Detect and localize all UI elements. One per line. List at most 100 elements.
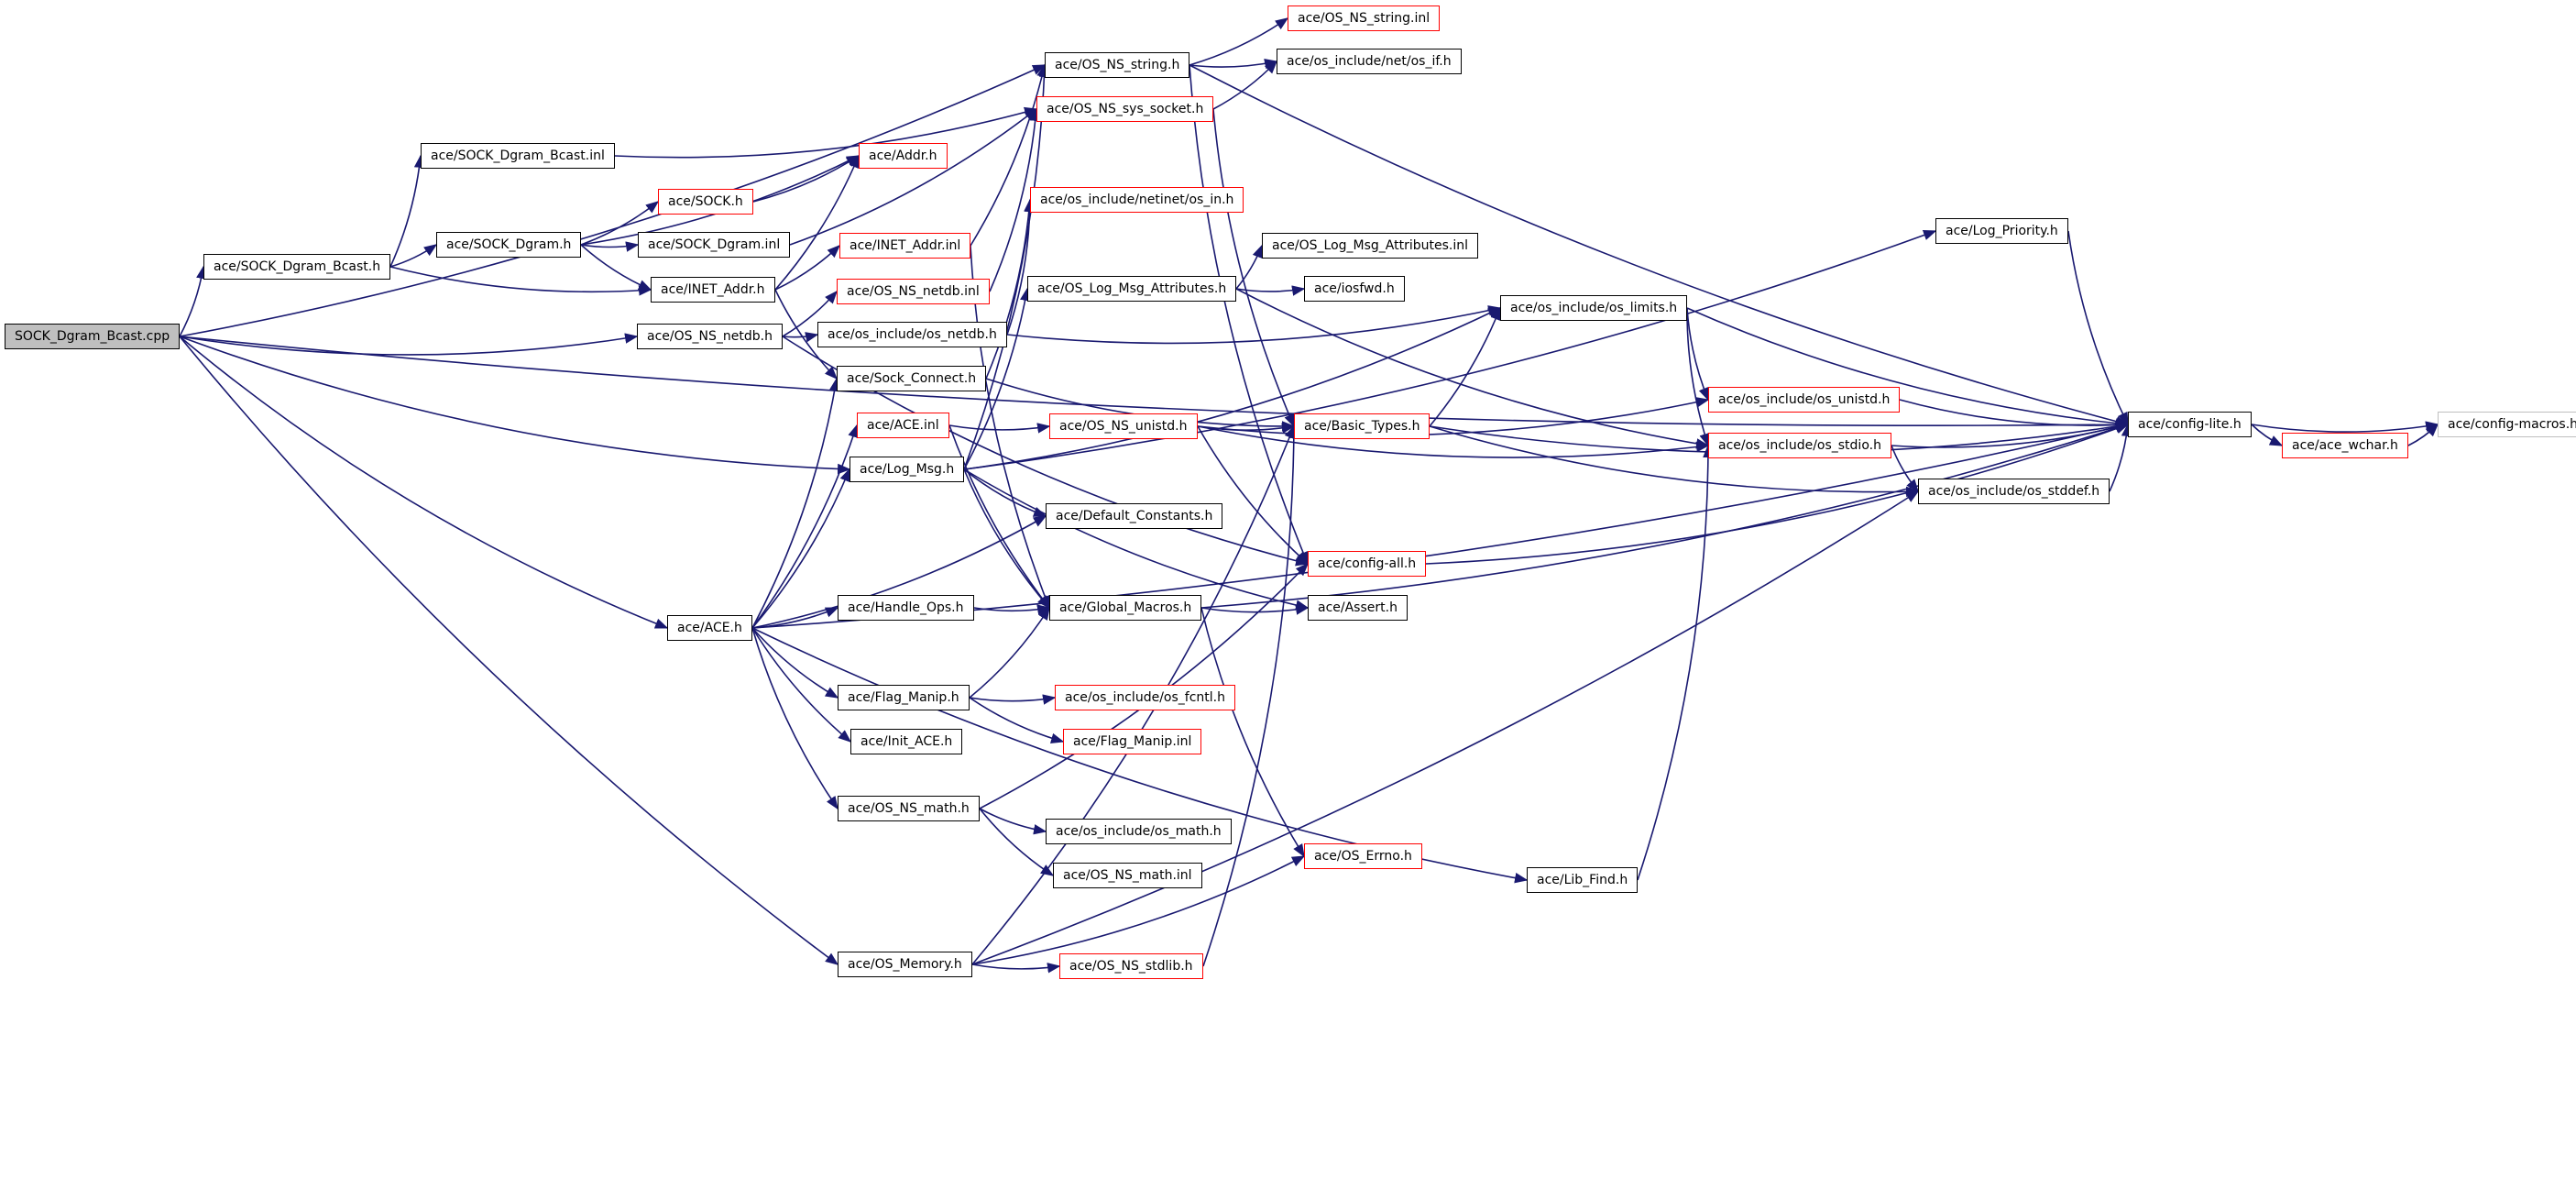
edge-osnetdb-to-osnetdbinl [782,290,838,337]
node-fcntl[interactable]: ace/os_include/os_fcntl.h [1055,685,1235,710]
node-handle[interactable]: ace/Handle_Ops.h [838,595,974,621]
node-sockets[interactable]: ace/OS_NS_sys_socket.h [1036,96,1214,122]
node-mathinl[interactable]: ace/OS_NS_math.inl [1053,863,1202,888]
node-incnetdb[interactable]: ace/os_include/os_netdb.h [817,322,1007,347]
node-basictypes[interactable]: ace/Basic_Types.h [1294,413,1431,439]
edge-osnetdb-to-incnetdb [782,332,819,343]
edge-incstdio-to-stddef [1891,445,1919,493]
node-incunistd[interactable]: ace/os_include/os_unistd.h [1708,387,1901,413]
node-aceinl[interactable]: ace/ACE.inl [857,413,949,438]
edge-ace-to-defconst [751,515,1047,629]
edge-flag-to-fcntl [969,694,1057,705]
node-incstdio[interactable]: ace/os_include/os_stdio.h [1708,433,1891,458]
node-configmacros: ace/config-macros.h [2438,412,2576,437]
node-globmac[interactable]: ace/Global_Macros.h [1049,595,1202,621]
edge-sd-to-sock [580,201,660,246]
edge-lmattr-to-iosfwd [1235,285,1306,296]
node-inetinl[interactable]: ace/INET_Addr.inl [839,233,971,259]
edge-aceinl-to-unistd [948,423,1051,434]
edge-logmsg-to-lmattr [963,287,1031,470]
node-osnetdbinl[interactable]: ace/OS_NS_netdb.inl [837,279,990,304]
node-lmattr[interactable]: ace/OS_Log_Msg_Attributes.h [1027,276,1237,302]
edge-root-to-osnetdb [179,333,639,356]
edge-logmsg-to-assert [963,468,1310,611]
edge-ace-to-osmath [751,627,839,810]
edge-incstdio-to-configlite [1891,422,2130,448]
edge-limits-to-incstdio [1686,307,1710,447]
edge-inet-to-inetinl [774,245,841,291]
node-sd[interactable]: ace/SOCK_Dgram.h [436,232,582,258]
node-osstring[interactable]: ace/OS_NS_string.h [1045,52,1190,78]
edge-osstring-to-configall [1189,64,1309,566]
edge-logmsg-to-globmac [963,468,1050,610]
node-stdlib[interactable]: ace/OS_NS_stdlib.h [1059,953,1203,979]
edge-root-to-logmsg [179,336,851,475]
edge-basictypes-to-stddef [1429,425,1920,498]
node-flag[interactable]: ace/Flag_Manip.h [838,685,970,710]
edge-configlite-to-configmacros [2251,421,2439,433]
node-osmem[interactable]: ace/OS_Memory.h [838,952,972,977]
edge-osnetdbinl-to-sockets [989,107,1041,292]
edge-ace-to-sockconn [751,377,840,629]
edge-osmem-to-errno [971,855,1306,965]
node-iosfwd[interactable]: ace/iosfwd.h [1304,276,1405,302]
node-configlite[interactable]: ace/config-lite.h [2128,412,2252,437]
node-sdb[interactable]: ace/SOCK_Dgram_Bcast.h [203,254,391,280]
edge-configall-to-configlite [1425,424,2130,565]
edge-configlite-to-wchar [2251,424,2284,446]
edge-stddef-to-configlite [2109,423,2132,492]
node-initace[interactable]: ace/Init_ACE.h [850,729,963,754]
edge-handle-to-globmac [973,604,1051,615]
node-sdinl[interactable]: ace/SOCK_Dgram.inl [638,232,791,258]
edge-inetinl-to-osstring [970,63,1047,247]
node-wchar[interactable]: ace/ace_wchar.h [2282,433,2408,458]
node-flaginl[interactable]: ace/Flag_Manip.inl [1063,729,1202,754]
node-osmath[interactable]: ace/OS_NS_math.h [838,796,980,821]
edge-root-to-osmem [179,336,839,965]
edge-logmsg-to-limits [963,307,1502,470]
edge-osstring-to-configlite [1189,64,2130,427]
edge-osmath-to-incmath [979,808,1047,835]
node-lmattrinl[interactable]: ace/OS_Log_Msg_Attributes.inl [1262,233,1478,259]
edge-sockconn-to-osin [985,198,1035,380]
edge-sdb-to-inet [389,266,652,296]
node-osstringinl[interactable]: ace/OS_NS_string.inl [1288,6,1441,31]
edge-inet-to-addr [774,154,860,291]
edge-logmsg-to-logprio [963,230,1937,470]
node-errno[interactable]: ace/OS_Errno.h [1304,843,1422,869]
node-assert[interactable]: ace/Assert.h [1308,595,1408,621]
edge-globmac-to-assert [1200,604,1310,615]
node-defconst[interactable]: ace/Default_Constants.h [1046,503,1223,529]
node-sock[interactable]: ace/SOCK.h [658,189,753,215]
edge-wchar-to-configmacros [2407,423,2439,446]
edge-sock-to-addr [752,155,860,203]
node-osif[interactable]: ace/os_include/net/os_if.h [1277,49,1462,74]
node-sdbinl[interactable]: ace/SOCK_Dgram_Bcast.inl [421,143,615,169]
node-unistd[interactable]: ace/OS_NS_unistd.h [1049,413,1198,439]
node-ace[interactable]: ace/ACE.h [667,615,752,641]
node-osnetdb[interactable]: ace/OS_NS_netdb.h [637,324,783,349]
edge-unistd-to-configall [1197,425,1310,565]
edge-logprio-to-configlite [2067,230,2129,426]
node-incmath[interactable]: ace/os_include/os_math.h [1046,819,1232,844]
node-libfind[interactable]: ace/Lib_Find.h [1527,867,1639,893]
node-addr[interactable]: ace/Addr.h [859,143,948,169]
node-limits[interactable]: ace/os_include/os_limits.h [1500,295,1688,321]
node-osin[interactable]: ace/os_include/netinet/os_in.h [1030,187,1244,213]
node-sockconn[interactable]: ace/Sock_Connect.h [837,366,987,391]
edge-incunistd-to-configlite [1899,399,2130,431]
node-logprio[interactable]: ace/Log_Priority.h [1935,218,2068,244]
node-stddef[interactable]: ace/os_include/os_stddef.h [1918,479,2110,504]
node-inet[interactable]: ace/INET_Addr.h [651,277,775,303]
edge-root-to-ace [179,336,669,629]
edge-limits-to-incunistd [1686,307,1709,402]
edge-ace-to-logmsg [751,468,850,629]
edge-osmem-to-stdlib [971,963,1061,974]
node-logmsg[interactable]: ace/Log_Msg.h [850,457,965,482]
node-configall[interactable]: ace/config-all.h [1308,551,1427,577]
edge-root-to-sdb [179,265,207,337]
edge-sdinl-to-sockets [789,108,1038,246]
edge-sdb-to-sd [389,244,438,268]
edge-flag-to-flaginl [969,697,1065,743]
